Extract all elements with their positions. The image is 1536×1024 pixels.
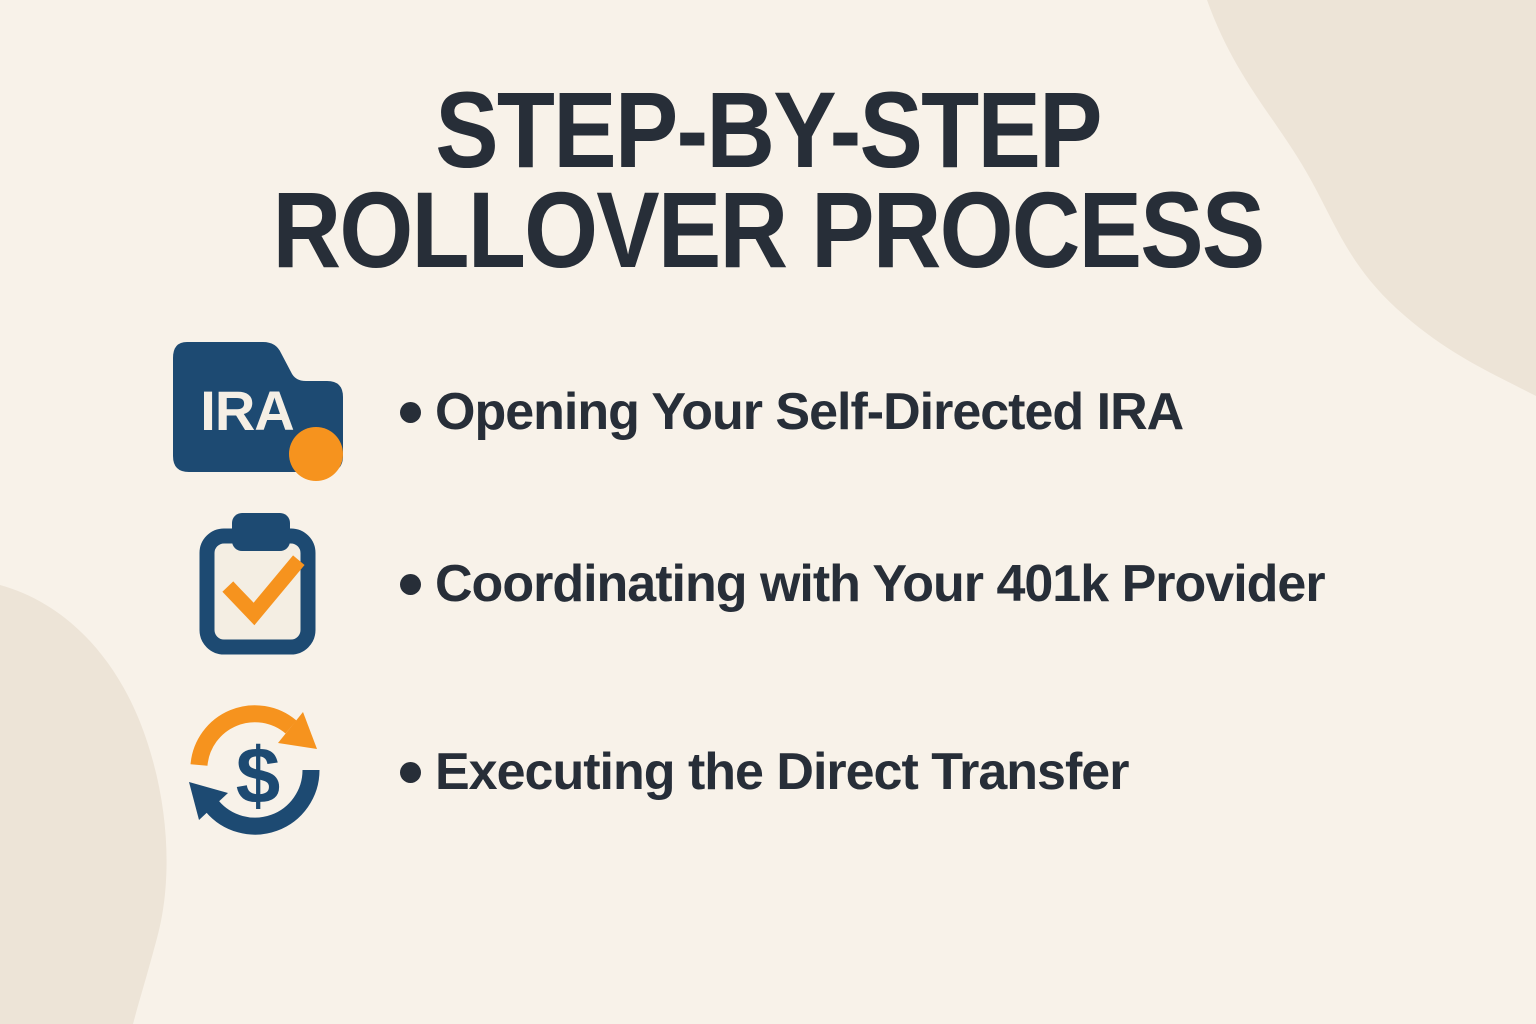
arrow-head-right (278, 712, 317, 749)
blob-bottom-left (0, 585, 167, 1024)
dollar-sign: $ (236, 731, 281, 820)
clipboard-check-icon (172, 510, 344, 658)
arrow-head-left (189, 782, 228, 820)
step-label: Opening Your Self-Directed IRA (435, 383, 1184, 441)
ira-folder-icon: IRA (172, 338, 344, 486)
blob-top-right (1207, 0, 1536, 396)
check-mark (222, 555, 305, 626)
page-title: STEP-BY-STEP ROLLOVER PROCESS (92, 69, 1444, 290)
page-title-line-2: ROLLOVER PROCESS (272, 169, 1265, 290)
step-label: Executing the Direct Transfer (435, 743, 1129, 801)
bullet-dot (400, 573, 421, 595)
money-transfer-icon: $ (172, 698, 344, 846)
step-label: Coordinating with Your 401k Provider (435, 555, 1326, 613)
page-title-line-1: STEP-BY-STEP (435, 69, 1102, 190)
list-item-direct-transfer: $ Executing the Direct Transfer (172, 698, 1325, 846)
list-item-open-ira: IRA Opening Your Self-Directed IRA (172, 338, 1325, 486)
list-item-coordinate-401k: Coordinating with Your 401k Provider (172, 510, 1326, 658)
bullet-dot (400, 401, 421, 423)
rollover-steps-list: IRA Opening Your Self-Directed IRA Coord… (172, 338, 1326, 846)
orange-dot (289, 427, 343, 481)
ira-folder-label: IRA (200, 379, 293, 442)
bullet-dot (400, 761, 421, 783)
